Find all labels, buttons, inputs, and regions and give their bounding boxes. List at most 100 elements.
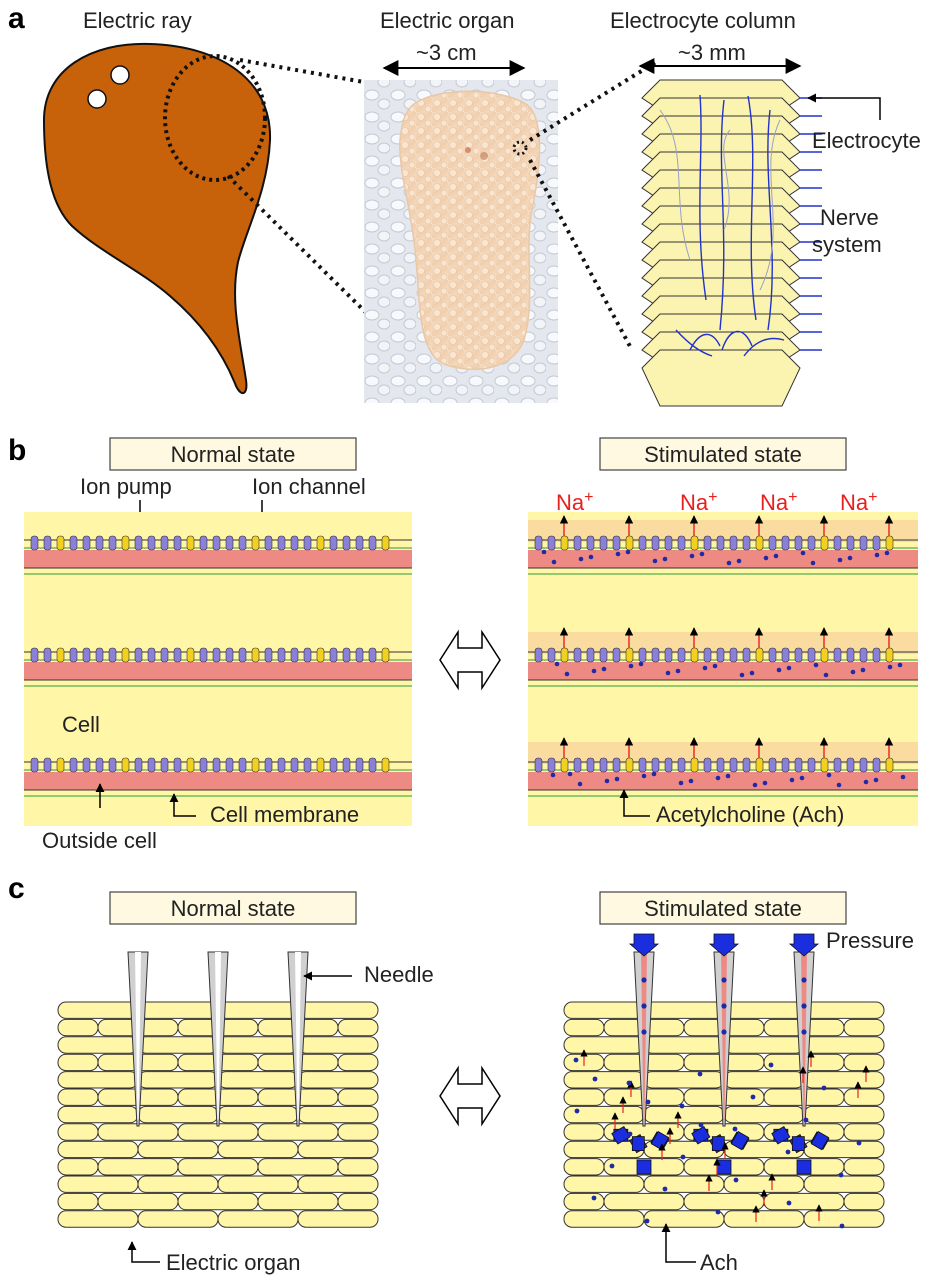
acetylcholine-molecule <box>577 781 583 787</box>
stimulated-state-electric-organ <box>563 933 885 1229</box>
acetylcholine-molecule <box>712 663 718 669</box>
acetylcholine-molecule <box>614 776 620 782</box>
column-scale-label: ~3 mm <box>678 40 746 65</box>
acetylcholine-molecule <box>628 663 634 669</box>
ion-pump <box>160 647 169 663</box>
ion-pump <box>264 535 273 551</box>
acetylcholine-molecule <box>715 1209 721 1215</box>
ion-pump <box>573 757 582 773</box>
ion-pump <box>586 647 595 663</box>
ion-pump <box>768 535 777 551</box>
acetylcholine-molecule <box>625 549 631 555</box>
ion-channel <box>56 647 65 663</box>
outside-cell-label: Outside cell <box>42 828 157 853</box>
ion-pump <box>82 647 91 663</box>
ion-pump <box>599 535 608 551</box>
ion-pump <box>199 757 208 773</box>
electric-organ-title: Electric organ <box>380 8 515 33</box>
acetylcholine-molecule <box>699 551 705 557</box>
acetylcholine-molecule <box>627 1131 633 1137</box>
acetylcholine-molecule <box>697 1071 703 1077</box>
ion-pump <box>833 647 842 663</box>
electrocyte-cell <box>57 1088 99 1106</box>
ion-pump <box>355 757 364 773</box>
ion-channel <box>56 757 65 773</box>
acetylcholine-molecule <box>801 977 807 983</box>
ion-pump <box>742 757 751 773</box>
acetylcholine-molecule <box>873 777 879 783</box>
electrocyte-cell <box>297 1175 379 1193</box>
ach-diffusion-arrow <box>716 1159 732 1175</box>
electrocyte-cell <box>57 1192 99 1211</box>
ion-pump <box>30 535 39 551</box>
acetylcholine-molecule <box>715 775 721 781</box>
stimulated-state-label-box <box>599 891 847 925</box>
ion-pump <box>303 757 312 773</box>
ion-pump <box>355 647 364 663</box>
ion-channel <box>820 647 829 663</box>
ion-pump <box>664 757 673 773</box>
electric-organ-label: Electric organ <box>166 1250 301 1275</box>
ion-pump <box>859 535 868 551</box>
needle-bore <box>135 952 141 1120</box>
acetylcholine-molecule <box>801 1003 807 1009</box>
ion-pump <box>355 535 364 551</box>
acetylcholine-molecule <box>638 661 644 667</box>
pressure-arrow <box>788 933 820 957</box>
acetylcholine-molecule <box>750 1094 756 1100</box>
nerve-label-line2: system <box>812 232 882 257</box>
ion-pump <box>238 757 247 773</box>
ion-pump <box>807 647 816 663</box>
electrocyte-cell <box>683 1192 765 1211</box>
ion-channel <box>690 757 699 773</box>
electrocyte-cell <box>643 1105 725 1124</box>
ach-label: Ach <box>700 1250 738 1275</box>
acetylcholine-molecule <box>863 779 869 785</box>
acetylcholine-molecule <box>732 1126 738 1132</box>
ion-pump <box>43 647 52 663</box>
ion-pump <box>638 647 647 663</box>
organ-tissue <box>399 90 541 371</box>
ion-pump <box>368 535 377 551</box>
ion-pump <box>651 757 660 773</box>
ion-pump <box>677 535 686 551</box>
acetylcholine-molecule <box>609 1163 615 1169</box>
acetylcholine-molecule <box>644 1218 650 1224</box>
acetylcholine-molecule <box>591 668 597 674</box>
ion-pump <box>807 757 816 773</box>
ion-pump <box>612 535 621 551</box>
ion-channel <box>381 647 390 663</box>
ion-pump <box>794 647 803 663</box>
electrocyte-cell <box>57 1105 139 1124</box>
ion-pump <box>264 647 273 663</box>
acetylcholine-molecule <box>698 1122 704 1128</box>
acetylcholine-molecule <box>626 1080 632 1086</box>
acetylcholine-molecule <box>801 1029 807 1035</box>
ion-pump <box>134 757 143 773</box>
ion-pump <box>368 647 377 663</box>
acetylcholine-molecule <box>702 665 708 671</box>
nerve-fibre <box>675 329 713 357</box>
acetylcholine-molecule <box>900 774 906 780</box>
ion-pump <box>729 535 738 551</box>
electrocyte-cell <box>563 1036 645 1054</box>
normal-state-membrane-diagram <box>24 512 412 826</box>
ion-pump <box>833 757 842 773</box>
electrocyte-cell <box>843 1123 885 1141</box>
electrocyte-cell <box>217 1105 299 1124</box>
ion-channel <box>186 535 195 551</box>
acetylcholine-molecule <box>688 778 694 784</box>
ion-pump <box>573 647 582 663</box>
electrocyte-cell <box>843 1018 885 1037</box>
acetylcholine-molecule <box>662 556 668 562</box>
ion-channel <box>820 535 829 551</box>
stimulated-state-membrane-diagram <box>528 512 918 826</box>
panel-letter-c: c <box>8 872 25 905</box>
acetylcholine-molecule <box>847 555 853 561</box>
acetylcholine-molecule <box>641 977 647 983</box>
ion-pump <box>238 647 247 663</box>
ray-eye <box>110 65 130 85</box>
acetylcholine-molecule <box>826 772 832 778</box>
electrocyte-cell <box>643 1001 725 1019</box>
ion-pump <box>173 757 182 773</box>
